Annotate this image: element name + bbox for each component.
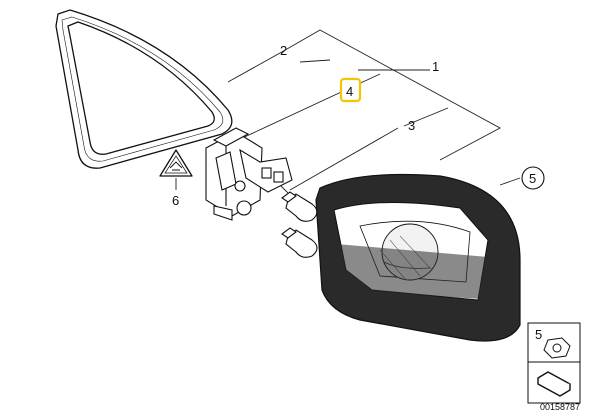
callout-1[interactable]: 1: [432, 59, 439, 74]
callout-5-circle: [521, 166, 545, 190]
bulb-holder-part: [205, 127, 293, 221]
callout-4[interactable]: 4: [346, 84, 353, 99]
legend-number: 5: [535, 327, 542, 342]
bulb-upper: [281, 191, 318, 222]
nut-icon: [543, 337, 571, 359]
callout-4-highlight: [339, 77, 362, 103]
callout-2[interactable]: 2: [280, 43, 287, 58]
tail-light-part: [315, 173, 521, 342]
document-id: 00158787: [540, 402, 580, 412]
side-cover-part: [55, 9, 233, 169]
warning-label-part: [159, 149, 193, 177]
callout-6[interactable]: 6: [172, 193, 179, 208]
page-arrow-icon: [537, 371, 571, 397]
legend-box: 5: [527, 322, 581, 404]
callout-5[interactable]: 5: [529, 171, 536, 186]
callout-3[interactable]: 3: [408, 118, 415, 133]
bulb-lower: [281, 227, 318, 258]
